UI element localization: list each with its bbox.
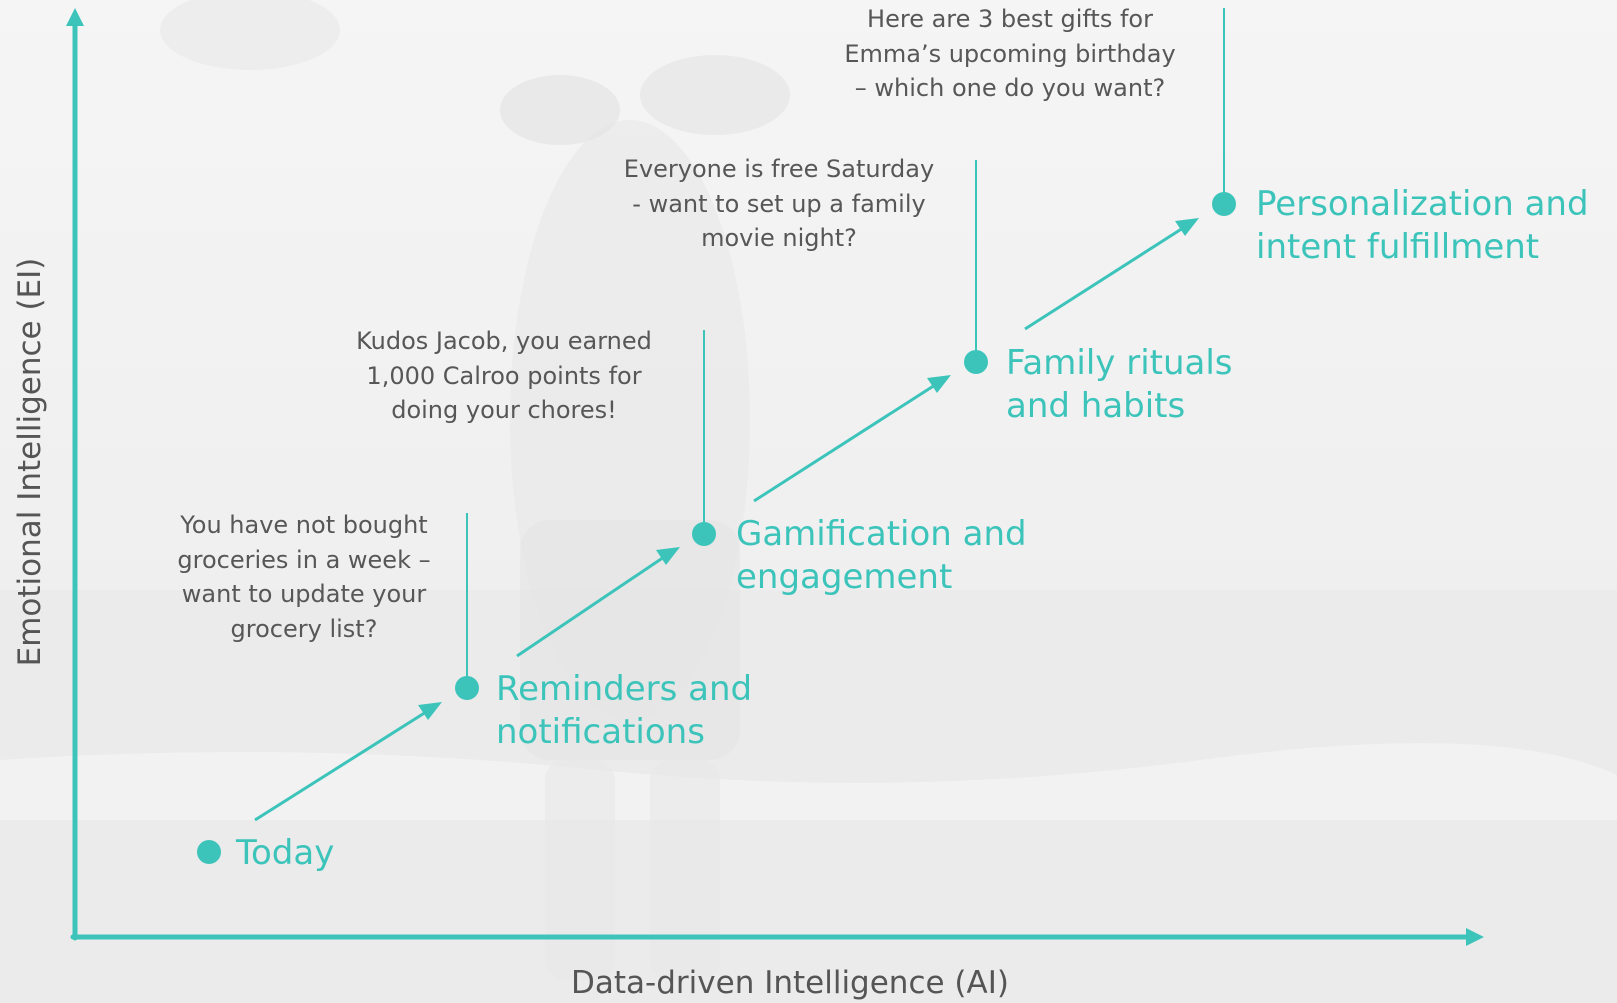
stage-label-reminders: Reminders and notifications xyxy=(496,669,753,752)
stage-dot-reminders xyxy=(455,676,479,700)
x-axis-title: Data-driven Intelligence (AI) xyxy=(571,965,1009,1001)
y-axis-title: Emotional Intelligence (EI) xyxy=(12,257,48,667)
stage-dot-family-rituals xyxy=(964,350,988,374)
callout-reminders: You have not bought groceries in a week … xyxy=(177,511,431,643)
stage-label-personalization: Personalization and intent fulfillment xyxy=(1256,184,1589,267)
stage-label-today: Today xyxy=(236,833,335,873)
stage-label-family-rituals: Family rituals and habits xyxy=(1006,343,1233,426)
progression-arrow xyxy=(516,555,665,658)
callout-family-rituals: Everyone is free Saturday - want to set … xyxy=(623,155,935,252)
stage-dot-gamification xyxy=(692,522,716,546)
progression-arrow xyxy=(1024,226,1184,331)
progression-arrow xyxy=(254,710,427,822)
progression-arrowhead xyxy=(1175,218,1199,236)
y-axis-arrowhead xyxy=(66,8,84,26)
callout-gamification: Kudos Jacob, you earned 1,000 Calroo poi… xyxy=(356,327,652,424)
callout-personalization: Here are 3 best gifts for Emma’s upcomin… xyxy=(844,5,1176,102)
progression-arrowhead xyxy=(418,702,442,720)
progression-arrowhead xyxy=(927,375,951,393)
x-axis-arrowhead xyxy=(1466,928,1484,946)
stage-dot-personalization xyxy=(1212,192,1236,216)
stage-dot-today xyxy=(197,840,221,864)
stage-label-gamification: Gamification and engagement xyxy=(736,514,1027,597)
progression-arrow xyxy=(753,383,936,503)
progression-arrowhead xyxy=(656,547,680,565)
